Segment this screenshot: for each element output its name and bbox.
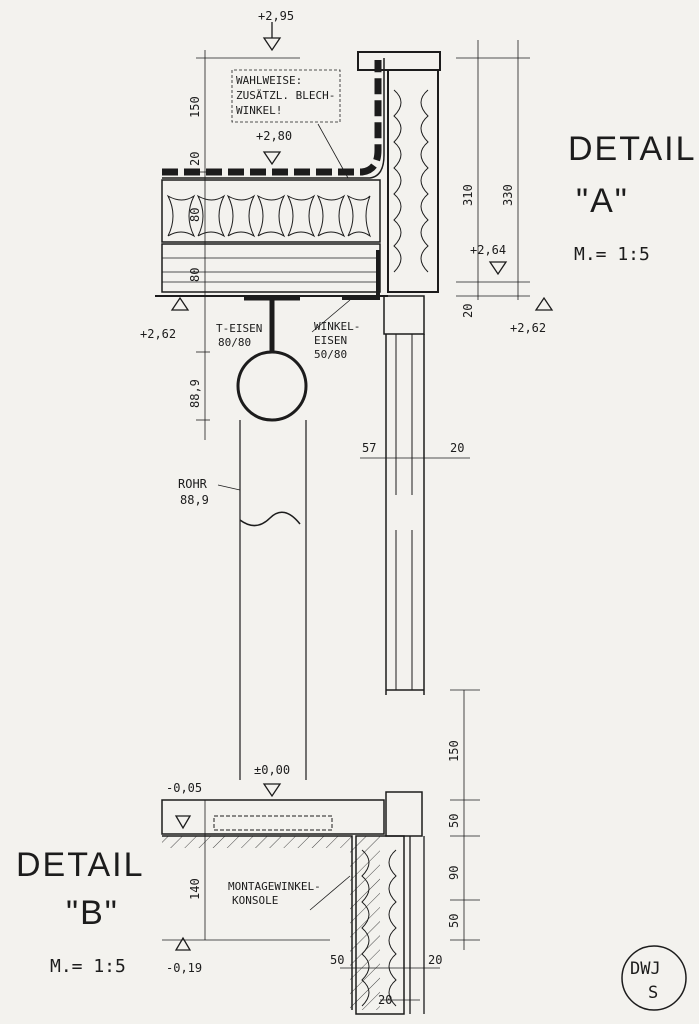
elevation-262-left: +2,62 (140, 327, 176, 341)
elevation-264: +2,64 (470, 243, 506, 257)
detail-b-labels: DETAIL "B" M.= 1:5 ±0,00 -0,05 -0,19 140… (16, 740, 461, 1007)
dim-310: 310 (461, 184, 475, 206)
parapet-cap (357, 51, 441, 71)
roof-insulation (161, 179, 381, 243)
floor-slab (161, 799, 385, 835)
roof-membrane (162, 60, 382, 176)
winkel-label-3: 50/80 (314, 348, 347, 361)
detail-a-scale: M.= 1:5 (574, 244, 650, 265)
t-eisen-size: 80/80 (218, 336, 251, 349)
stamp-initials: DWJ (630, 959, 661, 979)
montage-sub-label: KONSOLE (232, 894, 278, 907)
dim-80-a: 80 (188, 208, 202, 222)
detail-b-scale: M.= 1:5 (50, 956, 126, 977)
elevation-005: -0,05 (166, 781, 202, 795)
roof-membrane-inner (162, 58, 385, 179)
elevation-top: +2,95 (258, 9, 294, 23)
dim-20-right: 20 (461, 304, 475, 318)
t-eisen-label: T-EISEN (216, 322, 262, 335)
dim-57: 57 (362, 441, 376, 455)
elevation-000: ±0,00 (254, 763, 290, 777)
wall-insulation (355, 835, 405, 1015)
detail-a-letter: "A" (576, 182, 629, 220)
window-sill (385, 791, 423, 837)
dim-150-b: 150 (447, 740, 461, 762)
stamp-letter: S (648, 983, 658, 1003)
dim-20-glass: 20 (450, 441, 464, 455)
dim-88-9: 88,9 (188, 379, 202, 408)
rohr-size: 88,9 (180, 493, 209, 507)
elevation-roof: +2,80 (256, 129, 292, 143)
dim-20-b1: 20 (428, 953, 442, 967)
note-line-1: WAHLWEISE: (236, 74, 302, 87)
window-head (383, 295, 425, 335)
dim-140: 140 (188, 878, 202, 900)
parapet-panel (387, 69, 439, 293)
dim-330: 330 (501, 184, 515, 206)
tube-break (239, 511, 301, 527)
detail-a-drawing (155, 22, 554, 780)
dim-150: 150 (188, 96, 202, 118)
montage-label: MONTAGEWINKEL- (228, 880, 321, 893)
dim-20: 20 (188, 152, 202, 166)
dim-50-b2: 50 (447, 914, 461, 928)
author-stamp: DWJ S (621, 945, 687, 1011)
note-line-2: ZUSÄTZL. BLECH- (236, 89, 335, 102)
ground-hatch (162, 836, 380, 1010)
detail-a-labels: DETAIL "A" M.= 1:5 WAHLWEISE: ZUSÄTZL. B… (140, 9, 697, 507)
insulation-pattern (166, 194, 372, 238)
dim-90: 90 (447, 866, 461, 880)
detail-b-letter: "B" (66, 894, 119, 932)
dim-50-b3: 50 (330, 953, 344, 967)
elevation-019: -0,19 (166, 961, 202, 975)
panel-insulation (393, 89, 429, 273)
t-iron (244, 295, 300, 352)
angle-iron (342, 250, 380, 300)
detail-a-title: DETAIL (568, 130, 697, 168)
round-tube (236, 350, 308, 422)
detail-b-drawing (161, 689, 480, 1015)
rohr-label: ROHR (178, 477, 208, 491)
note-line-3: WINKEL! (236, 104, 282, 117)
detail-b-title: DETAIL (16, 846, 145, 884)
elevation-262-right: +2,62 (510, 321, 546, 335)
dim-50-b1: 50 (447, 814, 461, 828)
winkel-label-2: EISEN (314, 334, 347, 347)
dim-20-b2: 20 (378, 993, 392, 1007)
winkel-label-1: WINKEL- (314, 320, 360, 333)
dim-80-b: 80 (188, 268, 202, 282)
